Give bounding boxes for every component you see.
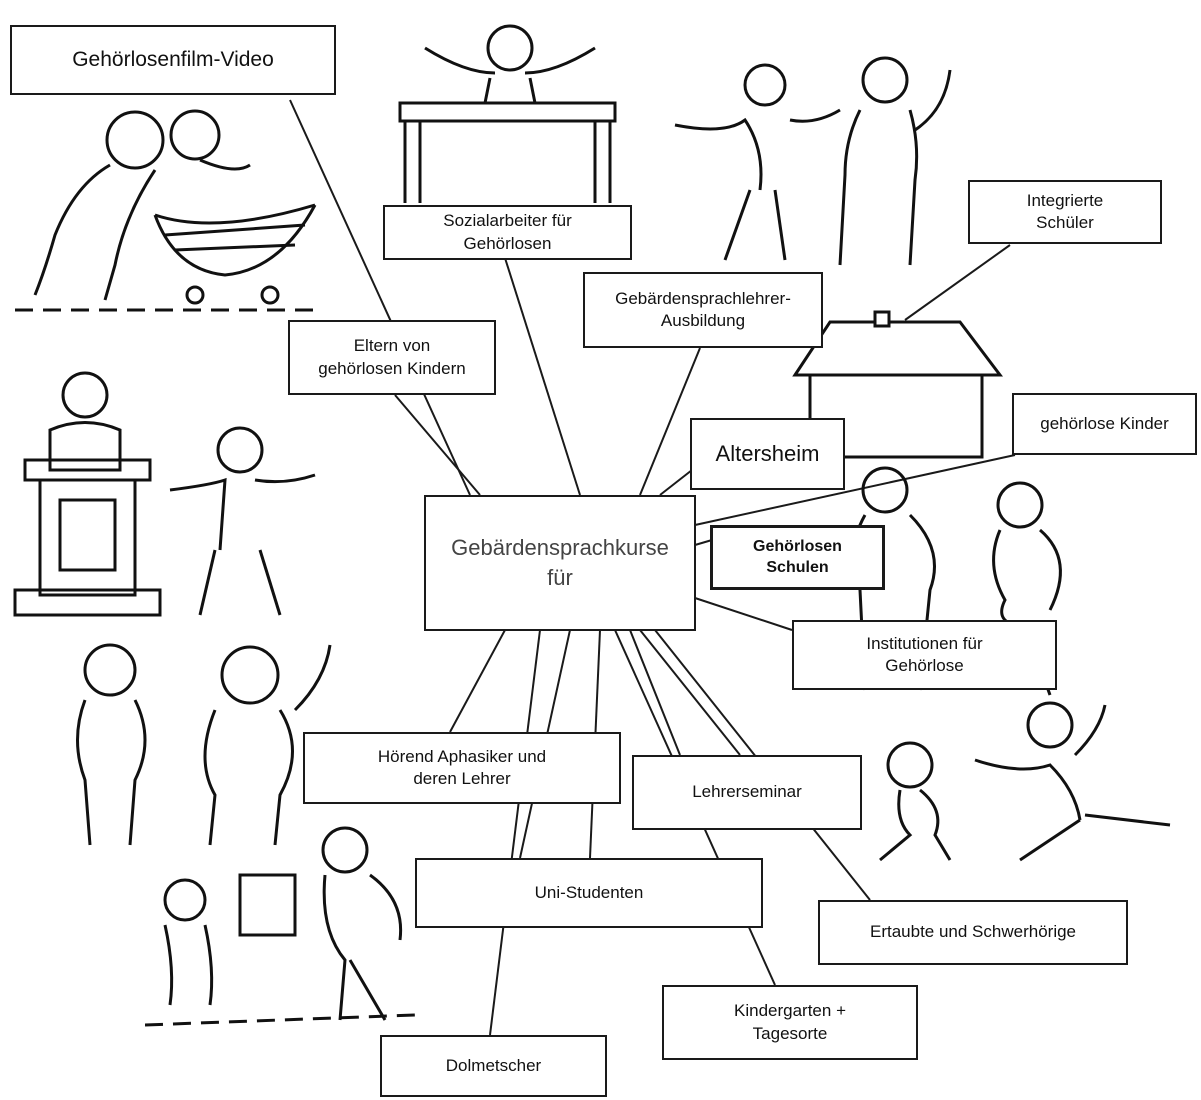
connector-schulen <box>694 539 713 546</box>
connector-institutionen <box>694 597 793 631</box>
node-sozial: Sozialarbeiter für Gehörlosen <box>383 205 632 260</box>
connector-lehrerseminar-b <box>639 629 741 756</box>
node-eltern: Eltern von gehörlosen Kindern <box>288 320 496 395</box>
node-integrierte: Integrierte Schüler <box>968 180 1162 244</box>
running-children-illustration <box>879 701 1171 862</box>
people-with-papers-illustration <box>145 826 416 1027</box>
connector-integrierte <box>904 244 1011 321</box>
node-schulen: Gehörlosen Schulen <box>710 525 885 590</box>
node-film: Gehörlosenfilm-Video <box>10 25 336 95</box>
center-node: Gebärdensprachkurse für <box>424 495 696 631</box>
connector-kinder <box>694 454 1016 526</box>
connector-altersheim <box>659 469 693 496</box>
node-dolmetscher: Dolmetscher <box>380 1035 607 1097</box>
speaker-and-listener-illustration <box>13 371 316 617</box>
node-kindergarten: Kindergarten + Tagesorte <box>662 985 918 1060</box>
node-aphasiker: Hörend Aphasiker und deren Lehrer <box>303 732 621 804</box>
connector-lehrerseminar <box>629 629 681 756</box>
connector-film <box>289 99 471 496</box>
social-worker-desk-illustration <box>398 24 617 203</box>
node-kinder: gehörlose Kinder <box>1012 393 1197 455</box>
node-altersheim: Altersheim <box>690 418 845 490</box>
two-men-illustration <box>76 643 332 846</box>
node-uni: Uni-Studenten <box>415 858 763 928</box>
node-institutionen: Institutionen für Gehörlose <box>792 620 1057 690</box>
parents-with-pram-illustration <box>15 109 317 312</box>
node-lehrerseminar: Lehrerseminar <box>632 755 862 830</box>
connector-lehrer-ausbildung <box>639 347 701 496</box>
connector-eltern <box>394 394 481 496</box>
node-lehrer-ausbildung: Gebärdensprachlehrer- Ausbildung <box>583 272 823 348</box>
node-ertaubte: Ertaubte und Schwerhörige <box>818 900 1128 965</box>
house-illustration <box>792 310 1004 459</box>
sign-language-teachers-illustration <box>674 56 952 266</box>
connector-dolmetscher <box>489 629 541 1036</box>
connector-aphasiker <box>449 629 506 733</box>
connector-sozial <box>504 257 581 496</box>
